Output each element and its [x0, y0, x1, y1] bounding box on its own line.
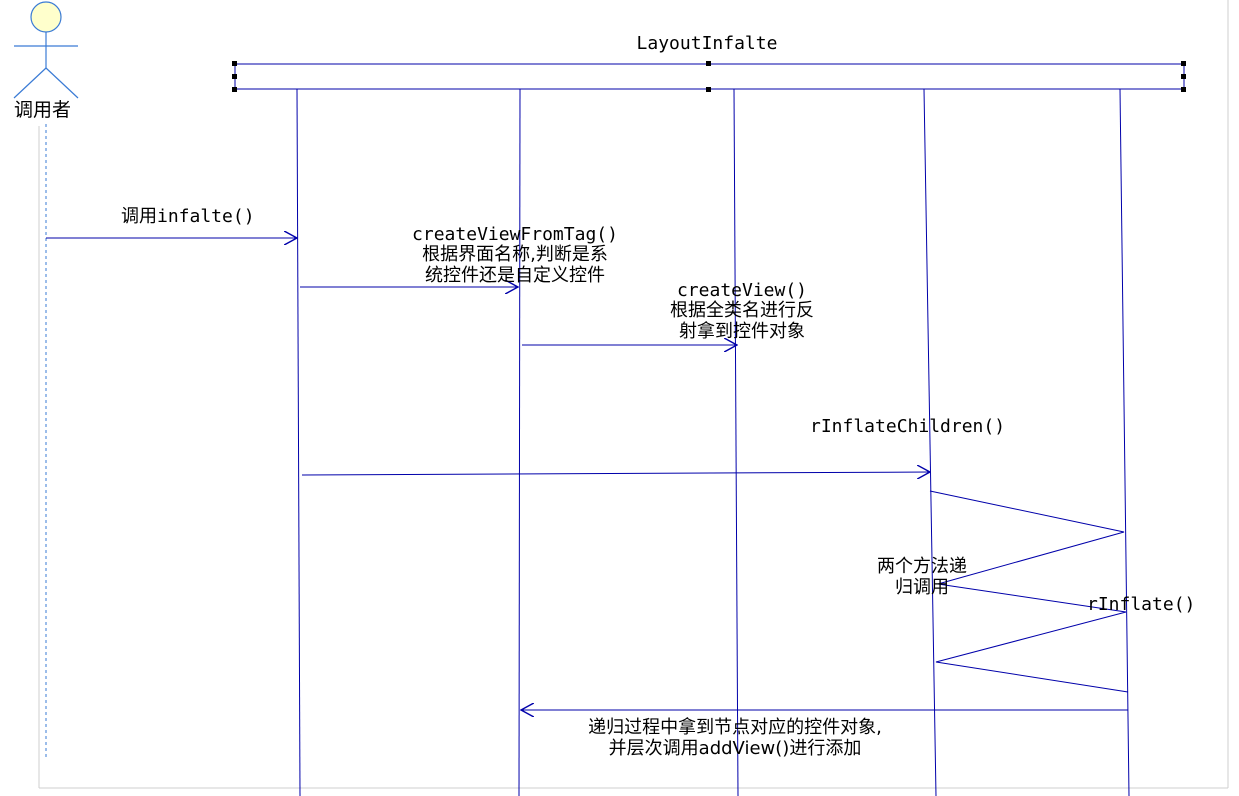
- actor-head: [30, 1, 62, 33]
- message-label-createview: createView(): [676, 280, 808, 301]
- actor-figure[interactable]: [13, 1, 79, 99]
- participant-box[interactable]: [234, 63, 1185, 90]
- lifeline-2: [518, 88, 521, 796]
- recursion-note-2: 归调用: [895, 577, 949, 598]
- message-label-createviewfromtag: createViewFromTag(): [412, 224, 618, 245]
- recursion-note-1: 两个方法递: [877, 556, 967, 577]
- message-note-createview-2: 射拿到控件对象: [679, 321, 805, 342]
- actor-leg-right: [45, 67, 79, 99]
- message-arrow-rinflatechildren[interactable]: [301, 472, 930, 475]
- message-label-infalte: 调用infalte(): [121, 206, 255, 227]
- lifeline-5: [1119, 88, 1130, 796]
- return-note-1: 递归过程中拿到节点对应的控件对象,: [588, 717, 882, 738]
- message-label-rinflatechildren: rInflateChildren(): [810, 416, 1006, 437]
- recursion-zigzag[interactable]: [929, 490, 1129, 693]
- message-note-createviewfromtag-1: 根据界面名称,判断是系: [422, 244, 608, 265]
- lifeline-3: [733, 88, 739, 796]
- lifeline-4: [923, 88, 937, 796]
- message-label-rinflate: rInflate(): [1087, 594, 1196, 615]
- return-note-2: 并层次调用addView()进行添加: [608, 738, 862, 759]
- actor-label: 调用者: [14, 99, 72, 121]
- message-note-createview-1: 根据全类名进行反: [670, 300, 814, 321]
- participant-title: LayoutInfalte: [636, 33, 778, 54]
- actor-leg-left: [13, 67, 47, 99]
- lifeline-1: [296, 88, 301, 796]
- selection-handles: [232, 61, 1186, 92]
- message-note-createviewfromtag-2: 统控件还是自定义控件: [425, 265, 605, 286]
